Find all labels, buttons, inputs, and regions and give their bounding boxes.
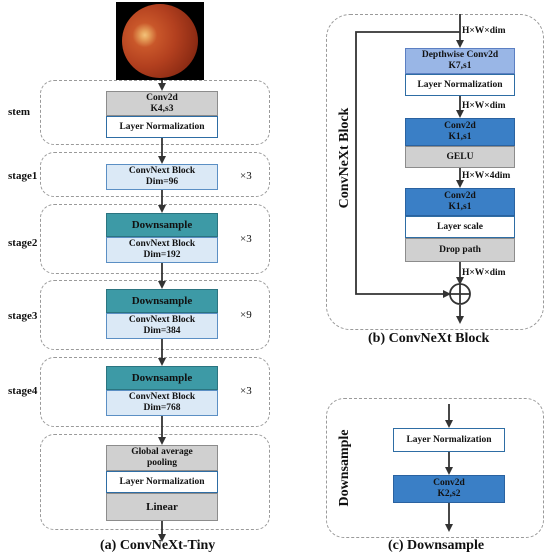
stage1-group: [40, 152, 270, 197]
layerscale-box: Layer scale: [405, 216, 515, 238]
dwconv-box: Depthwise Conv2d K7,s1: [405, 48, 515, 74]
stage4-repeat: ×3: [240, 385, 252, 397]
stage4-label: stage4: [8, 385, 38, 397]
stage2-label: stage2: [8, 237, 38, 249]
stage3-group: [40, 280, 270, 350]
stage4-group: [40, 357, 270, 427]
stage3-label: stage3: [8, 310, 38, 322]
stage3-repeat: ×9: [240, 309, 252, 321]
downsample-conv-box: Conv2d K2,s2: [393, 475, 505, 503]
downsample-group: [326, 398, 544, 538]
head-ln-box: Layer Normalization: [106, 471, 218, 493]
fundus-image: [116, 2, 204, 80]
downsample-ln-box: Layer Normalization: [393, 428, 505, 452]
stage1-repeat: ×3: [240, 170, 252, 182]
stage2-repeat: ×3: [240, 233, 252, 245]
stem-conv-box: Conv2d K4,s3: [106, 91, 218, 116]
stage1-label: stage1: [8, 170, 38, 182]
dim-label-4: H×W×dim: [462, 268, 506, 278]
caption-a: (a) ConvNeXt-Tiny: [100, 538, 216, 553]
stage4-downsample-box: Downsample: [106, 366, 218, 390]
stage4-block-box: ConvNext Block Dim=768: [106, 390, 218, 416]
stem-group: [40, 80, 270, 145]
stem-ln-box: Layer Normalization: [106, 116, 218, 138]
stage2-block-box: ConvNext Block Dim=192: [106, 237, 218, 263]
dim-label-3: H×W×4dim: [462, 171, 511, 181]
stage3-downsample-box: Downsample: [106, 289, 218, 313]
stem-label: stem: [8, 106, 30, 118]
head-group: [40, 434, 270, 530]
droppath-box: Drop path: [405, 238, 515, 262]
stage2-group: [40, 204, 270, 274]
head-linear-box: Linear: [106, 493, 218, 521]
gelu-box: GELU: [405, 146, 515, 168]
stage3-block-box: ConvNext Block Dim=384: [106, 313, 218, 339]
head-pool-box: Global average pooling: [106, 445, 218, 471]
conv1-box: Conv2d K1,s1: [405, 118, 515, 146]
caption-b: (b) ConvNeXt Block: [368, 331, 490, 346]
dim-label-2: H×W×dim: [462, 101, 506, 111]
conv2-box: Conv2d K1,s1: [405, 188, 515, 216]
stage1-block-box: ConvNext Block Dim=96: [106, 164, 218, 190]
caption-c: (c) Downsample: [388, 538, 485, 553]
convnext-block-group: [326, 14, 544, 330]
block-ln-box: Layer Normalization: [405, 74, 515, 96]
stage2-downsample-box: Downsample: [106, 213, 218, 237]
dim-label-top: H×W×dim: [462, 26, 506, 36]
